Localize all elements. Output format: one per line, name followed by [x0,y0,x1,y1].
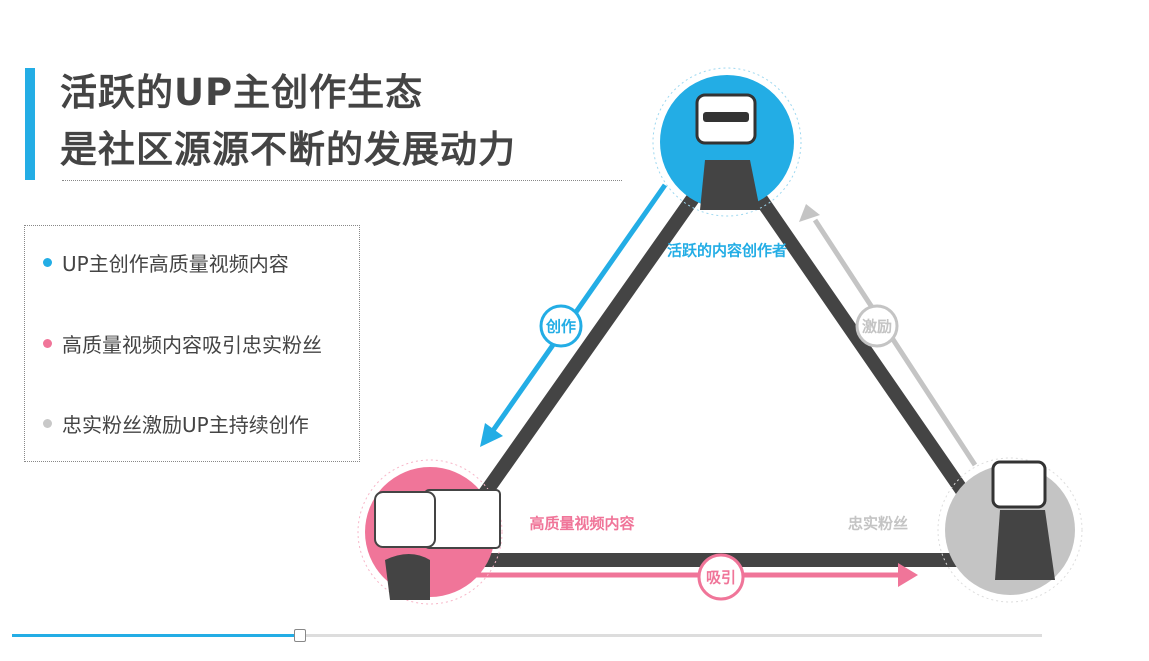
bullet-text: 高质量视频内容吸引忠实粉丝 [62,333,322,357]
creator-node-ring [652,67,802,217]
bullet-item: UP主创作高质量视频内容 [43,248,289,277]
title-divider [62,180,622,181]
create-edge-label: 创作 [545,317,577,336]
tv-mascot-icon [991,460,1047,509]
attract-arrowhead-icon [898,563,918,587]
triangle-frame [431,143,1017,567]
monitor-icon [424,489,501,549]
motivate-label-circle [855,304,899,348]
bullet-dot-icon [43,339,52,348]
content-node-ring [357,459,503,605]
body-icon [385,554,430,600]
bullet-text: UP主创作高质量视频内容 [62,252,289,276]
bullet-item: 高质量视频内容吸引忠实粉丝 [43,329,322,358]
bullet-text: 忠实粉丝激励UP主持续创作 [62,413,309,437]
tv-mascot-icon [374,491,436,548]
suit-icon [995,510,1055,580]
bullet-dot-icon [43,258,52,267]
bullet-item: 忠实粉丝激励UP主持续创作 [43,409,309,438]
creator-node-label: 活跃的内容创作者 [666,241,788,260]
sunglasses-icon [703,112,749,122]
slide-progress-fill [12,634,301,637]
bullet-dot-icon [43,419,52,428]
slide-progress-bar[interactable] [12,634,1042,637]
motivate-arrowhead-icon [799,204,820,222]
create-label-circle [539,304,583,348]
content-node-label: 高质量视频内容 [529,514,635,533]
progress-mascot-handle-icon[interactable] [294,629,307,642]
bullet-box: UP主创作高质量视频内容 高质量视频内容吸引忠实粉丝 忠实粉丝激励UP主持续创作 [24,225,360,462]
motivate-edge-label: 激励 [861,317,893,336]
fans-node-ring [937,457,1083,603]
create-arrow [489,183,668,434]
fans-node-label: 忠实粉丝 [847,514,909,533]
accent-bar [25,68,35,180]
motivate-arrow [812,218,978,467]
attract-edge-label: 吸引 [705,568,737,587]
suit-icon [700,160,760,210]
attract-label-circle [697,553,745,601]
create-arrowhead-icon [480,423,503,447]
title-line-2: 是社区源源不断的发展动力 [60,128,516,171]
title-line-1: 活跃的UP主创作生态 [60,71,424,114]
